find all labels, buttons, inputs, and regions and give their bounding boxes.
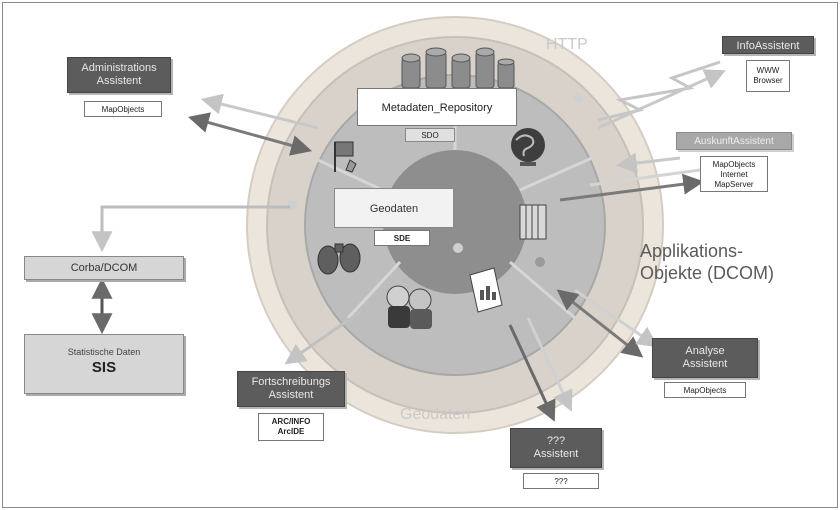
core-circle (383, 150, 527, 294)
people-icon (386, 285, 432, 329)
analyse-assistent-title[interactable]: Analyse Assistent (652, 338, 758, 378)
admin-arrow-dark (187, 112, 313, 156)
globe-icon (511, 128, 545, 166)
auskunft-assistent-title[interactable]: AuskunftAssistent (676, 132, 792, 150)
sis-title: SIS (91, 359, 117, 376)
analyse-arrow-dark (556, 289, 644, 358)
database-cylinders-icon (401, 47, 515, 89)
info-arrow (597, 69, 726, 130)
document-chart-icon (469, 267, 503, 313)
analyse-arrow-light (574, 288, 659, 348)
info-assistent-title[interactable]: InfoAssistent (722, 36, 814, 54)
sis-caption: Statistische Daten (67, 347, 141, 357)
flags-tools-icon (334, 141, 357, 173)
auskunft-assistent-sub: MapObjects Internet MapServer (700, 156, 768, 192)
core-dot (453, 243, 463, 253)
http-dot (573, 93, 583, 103)
auskunft-arrow-dark (559, 173, 705, 202)
fort-assistent-sub: ARC/INFO ArcIDE (258, 413, 324, 441)
unknown-assistent-sub: ??? (523, 473, 599, 489)
server-rack-icon (519, 204, 547, 240)
sis-box[interactable]: Statistische Daten SIS (24, 334, 184, 394)
info-assistent-sub: WWW Browser (746, 60, 790, 92)
admin-arrow-light (200, 93, 319, 130)
admin-assistent-title[interactable]: Administrations Assistent (67, 57, 171, 93)
fort-arrow (284, 310, 361, 365)
geodaten-ring-label: Geodaten (400, 406, 471, 423)
admin-assistent-sub: MapObjects (84, 101, 162, 117)
applikations-label: Applikations- Objekte (DCOM) (640, 241, 775, 283)
applikations-dot (535, 257, 545, 267)
auskunft-arrow-light (615, 152, 681, 174)
fort-assistent-title[interactable]: Fortschreibungs Assistent (237, 371, 345, 407)
unknown-arrow-light (526, 317, 573, 412)
http-label: HTTP (546, 36, 588, 53)
repository-box: Metadaten_Repository (357, 88, 517, 126)
unknown-arrow-dark (508, 324, 556, 422)
auskunft-arrow-light-2 (589, 168, 701, 187)
analyse-assistent-sub: MapObjects (664, 382, 746, 398)
unknown-assistent-title[interactable]: ??? Assistent (510, 428, 602, 468)
corba-dcom-box[interactable]: Corba/DCOM (24, 256, 184, 280)
binoculars-icon (317, 243, 361, 275)
geodaten-center-box: Geodaten (334, 188, 454, 228)
repository-tag: SDO (405, 128, 455, 142)
geodaten-center-tag: SDE (374, 230, 430, 246)
corba-connector (91, 205, 290, 253)
